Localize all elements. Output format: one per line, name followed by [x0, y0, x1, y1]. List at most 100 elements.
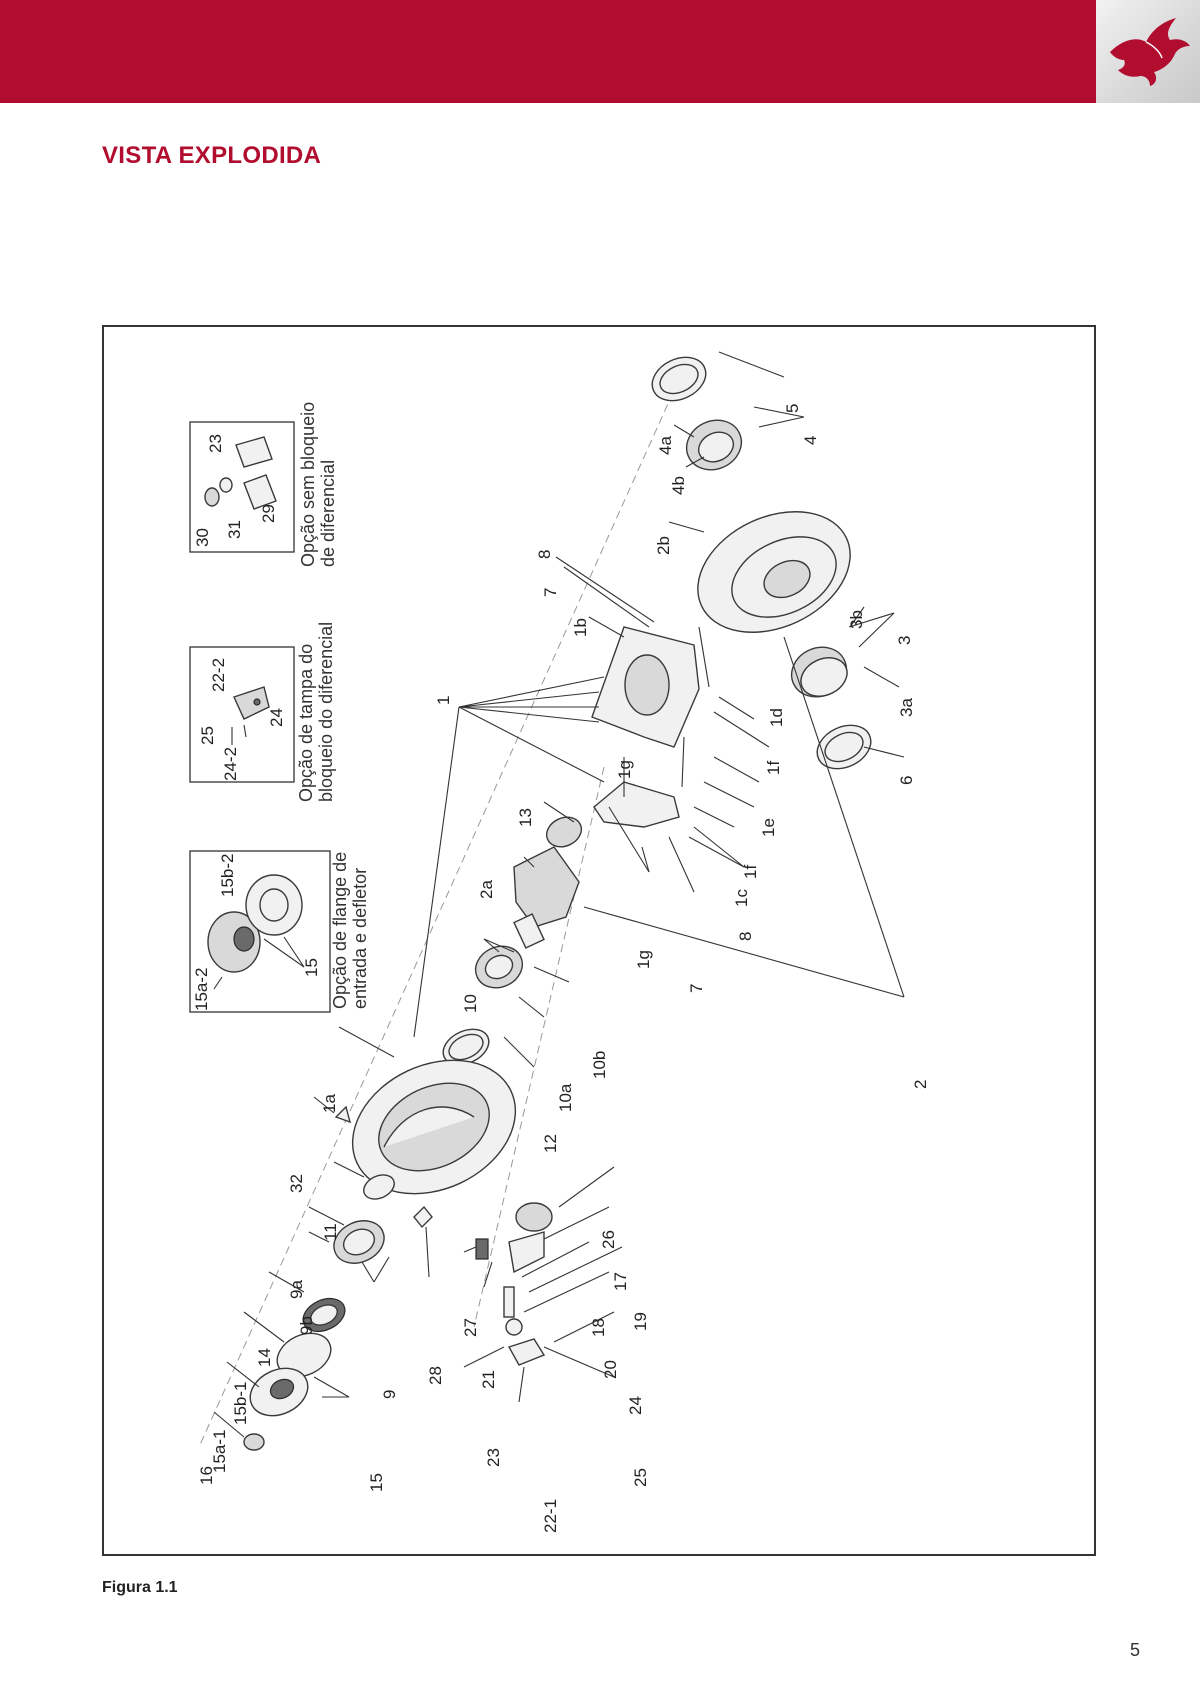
- part-1a-carrier-housing: [351, 1059, 517, 1195]
- label-1f-a: 1f: [764, 761, 783, 775]
- assembly-axis-main: [198, 356, 690, 1448]
- brand-logo: [1096, 0, 1200, 103]
- label-2b: 2b: [654, 536, 673, 555]
- inset-no-lock-option: 30 31 23 29: [189, 421, 295, 553]
- figure-caption: Figura 1.1: [102, 1579, 178, 1596]
- label-14: 14: [255, 1348, 274, 1367]
- label-20: 20: [601, 1360, 620, 1379]
- label-11: 11: [321, 1223, 340, 1241]
- label-25: 25: [631, 1468, 650, 1487]
- page-title: VISTA EXPLODIDA: [102, 142, 322, 169]
- label-24: 24: [626, 1396, 645, 1415]
- label-32: 32: [287, 1174, 306, 1193]
- label-17: 17: [611, 1272, 630, 1291]
- inset-label-15b-2: 15b-2: [218, 854, 237, 897]
- label-3b: 3b: [847, 610, 866, 629]
- label-4: 4: [801, 436, 820, 445]
- inset-caption-diff-cover-2: bloqueio do diferencial: [316, 622, 336, 802]
- label-10a: 10a: [556, 1083, 575, 1112]
- label-12: 12: [541, 1134, 560, 1153]
- inset-label-22-2: 22-2: [209, 658, 228, 692]
- part-5-bearing-cup: [651, 356, 707, 402]
- inset-label-24-2: 24-2: [221, 747, 240, 781]
- label-1d: 1d: [767, 708, 786, 727]
- assembly-axis-secondary: [473, 766, 605, 1328]
- label-3: 3: [895, 636, 914, 645]
- part-9-bearing: [333, 1220, 385, 1264]
- inset-caption-flange-1: Opção de flange de: [330, 852, 350, 1009]
- label-21: 21: [479, 1370, 498, 1389]
- label-9: 9: [380, 1390, 399, 1399]
- label-10b: 10b: [590, 1051, 609, 1079]
- label-4a: 4a: [656, 436, 675, 455]
- label-1g-b: 1g: [634, 950, 653, 969]
- part-2a-pinion: [513, 846, 580, 949]
- part-32-plate: [334, 1105, 352, 1124]
- winged-horse-logo-icon: [1110, 18, 1190, 86]
- label-1b: 1b: [571, 618, 590, 637]
- part-17-fork: [508, 1231, 545, 1274]
- part-26-gear: [515, 1202, 553, 1232]
- inset-diff-cover-option: 25 24-2 22-2 24: [189, 646, 295, 783]
- label-5: 5: [783, 404, 802, 413]
- inset-label-15a-2: 15a-2: [192, 968, 211, 1011]
- part-labels: 5 4 4a 4b 2b 3 3a 3b 6 8 7 1b 1 1d 1f 1g…: [197, 404, 930, 1533]
- inset-label-24: 24: [267, 708, 286, 727]
- inset-caption-diff-cover-1: Opção de tampa do: [296, 644, 316, 802]
- label-2: 2: [911, 1080, 930, 1089]
- inset-label-30: 30: [193, 528, 212, 547]
- label-7-bottom: 7: [687, 984, 706, 993]
- label-2a: 2a: [477, 880, 496, 899]
- label-18: 18: [589, 1318, 608, 1337]
- label-28: 28: [426, 1366, 445, 1385]
- part-15b-1-deflector: [276, 1332, 332, 1378]
- part-16-nut: [243, 1433, 265, 1451]
- inset-caption-no-lock-2: de diferencial: [318, 460, 338, 567]
- label-1f-b: 1f: [741, 865, 760, 879]
- part-11-seal: [363, 1174, 395, 1200]
- label-1: 1: [434, 696, 453, 705]
- header-bar: [0, 0, 1096, 103]
- part-4-bearing: [685, 419, 743, 471]
- part-12-shim: [442, 1028, 490, 1066]
- label-8-top: 8: [535, 550, 554, 559]
- label-22-1: 22-1: [541, 1499, 560, 1533]
- inset-caption-no-lock-1: Opção sem bloqueio: [298, 402, 318, 567]
- inset-label-23: 23: [206, 434, 225, 453]
- label-1a: 1a: [320, 1094, 339, 1113]
- label-1e: 1e: [759, 818, 778, 837]
- label-4b: 4b: [669, 476, 688, 495]
- label-1g-a: 1g: [615, 760, 634, 779]
- leader-lines: [213, 351, 905, 1438]
- label-3a: 3a: [897, 698, 916, 717]
- label-15: 15: [367, 1473, 386, 1492]
- inset-label-29: 29: [259, 504, 278, 523]
- part-3-bearing: [790, 646, 848, 698]
- part-1b-bearing-cap: [591, 626, 710, 748]
- inset-label-31: 31: [225, 520, 244, 539]
- part-21-shaft: [503, 1286, 515, 1318]
- page-number: 5: [1130, 1640, 1141, 1660]
- label-9a: 9a: [287, 1280, 306, 1299]
- label-7-top: 7: [541, 588, 560, 597]
- inset-caption-flange-2: entrada e defletor: [350, 868, 370, 1009]
- part-23-cover: [507, 1338, 546, 1366]
- part-27-spring: [475, 1238, 489, 1260]
- label-26: 26: [599, 1230, 618, 1249]
- part-6-bearing-cup: [816, 724, 872, 770]
- part-2b-ring-gear: [697, 511, 851, 633]
- part-15a-1-flange: [249, 1367, 309, 1417]
- part-10-bearing: [474, 945, 524, 989]
- exploded-view-drawing: 15a-2 15b-2 15 Opção de flange de entrad…: [189, 351, 930, 1533]
- label-19: 19: [631, 1312, 650, 1331]
- inset-flange-option: 15a-2 15b-2 15: [189, 850, 331, 1013]
- inset-label-25: 25: [198, 726, 217, 745]
- part-28-plug: [413, 1205, 433, 1229]
- label-16: 16: [197, 1466, 216, 1485]
- inset-label-15: 15: [302, 958, 321, 977]
- part-20-ring: [505, 1318, 523, 1336]
- label-6: 6: [897, 776, 916, 785]
- label-23: 23: [484, 1448, 503, 1467]
- label-27: 27: [461, 1318, 480, 1337]
- label-8-bottom: 8: [736, 932, 755, 941]
